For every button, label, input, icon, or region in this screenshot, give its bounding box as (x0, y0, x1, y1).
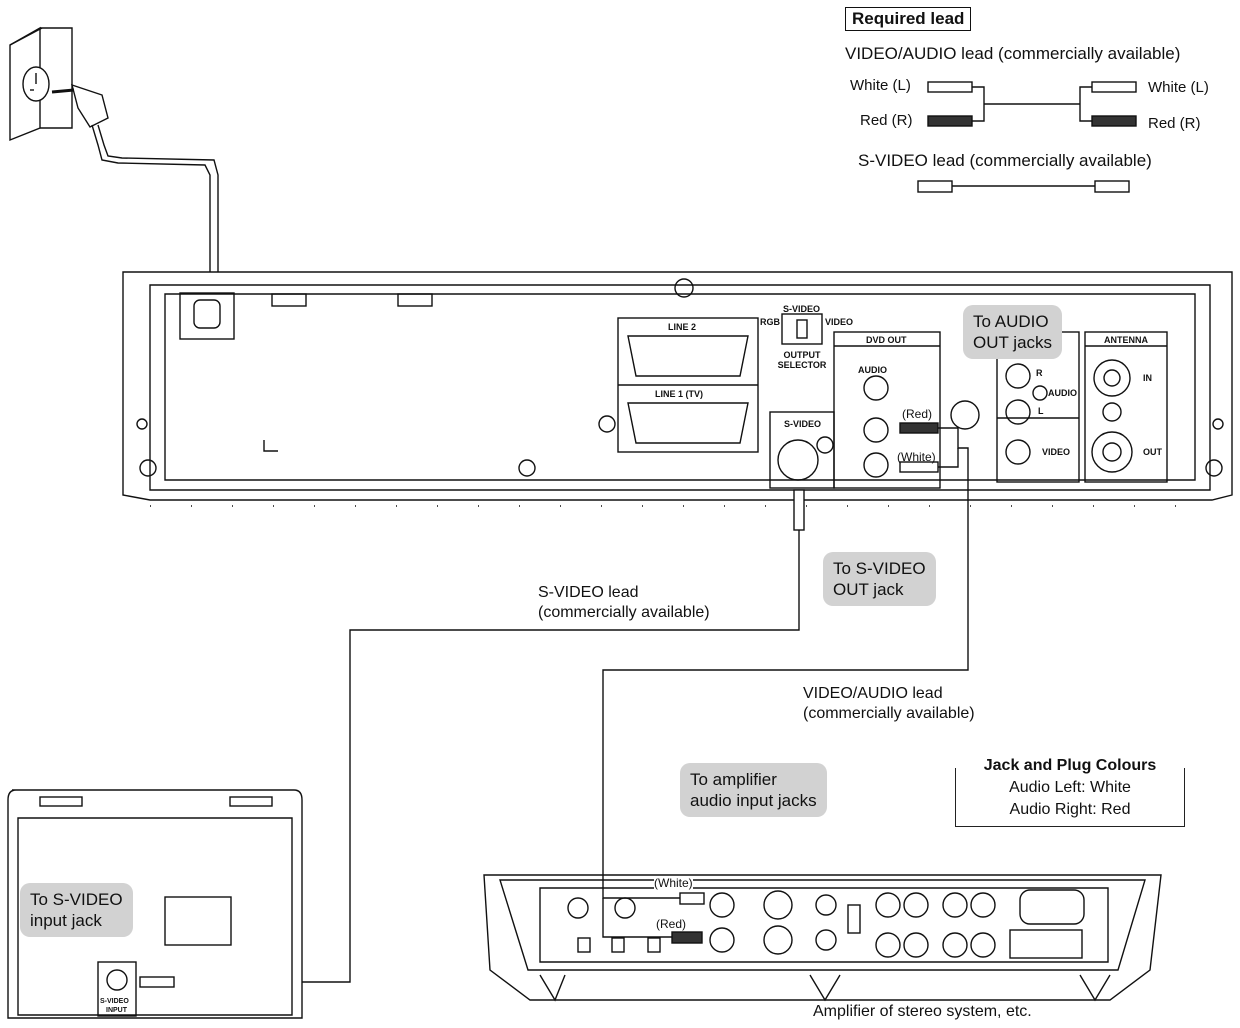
legend-title: Jack and Plug Colours (980, 757, 1160, 774)
svideo-lead-caption-2: (commercially available) (538, 604, 710, 621)
svideo-lead-caption-1: S-VIDEO lead (538, 584, 639, 601)
svideo-selector-label: S-VIDEO (783, 304, 821, 314)
r-label: R (1036, 368, 1043, 378)
tv-input-label: INPUT (106, 1007, 127, 1014)
svideo-jack-label: S-VIDEO (784, 419, 822, 429)
dvd-out-label: DVD OUT (866, 335, 907, 345)
line1-label: LINE 1 (TV) (655, 389, 704, 399)
video-selector-label: VIDEO (825, 317, 854, 327)
tv-back (7, 789, 303, 1019)
callout-svideo-in: To S-VIDEO input jack (20, 883, 133, 937)
amplifier-back (483, 870, 1162, 1002)
red-r-right: Red (R) (1148, 115, 1201, 132)
white-plug-label: (White) (897, 450, 936, 464)
amp-white-label: (White) (654, 876, 693, 890)
amplifier-caption: Amplifier of stereo system, etc. (813, 1003, 1032, 1020)
antenna-out-label: OUT (1143, 447, 1162, 457)
required-lead-drawing (917, 81, 1137, 193)
white-l-left: White (L) (850, 77, 911, 94)
callout-amp-in: To amplifier audio input jacks (680, 763, 827, 817)
output-selector-label: OUTPUT SELECTOR (777, 350, 827, 370)
red-plug-label: (Red) (902, 407, 933, 421)
wall-outlet-icon (9, 26, 73, 142)
svideo-lead-label: S-VIDEO lead (commercially available) (858, 151, 1152, 170)
power-plug-icon (51, 83, 219, 305)
legend-left: Audio Left: White (1009, 779, 1131, 796)
audio-out-label: AUDIO (858, 365, 887, 375)
amp-red-label: (Red) (656, 917, 687, 931)
av-lead-label: VIDEO/AUDIO lead (commercially available… (845, 44, 1181, 63)
av-lead-caption-2: (commercially available) (803, 705, 975, 722)
av-lead-caption-1: VIDEO/AUDIO lead (803, 685, 943, 702)
white-l-right: White (L) (1148, 79, 1209, 96)
rgb-label: RGB (760, 317, 780, 327)
dvd-back-panel (122, 271, 1233, 507)
l-label: L (1038, 406, 1044, 416)
callout-svideo-out: To S-VIDEO OUT jack (823, 552, 936, 606)
antenna-in-label: IN (1143, 373, 1152, 383)
jack-colour-legend: Jack and Plug Colours Audio Left: White … (955, 757, 1185, 827)
video-in-label: VIDEO (1042, 447, 1071, 457)
line2-label: LINE 2 (668, 322, 697, 332)
audio-in-label: AUDIO (1048, 388, 1077, 398)
tv-svideo-label: S-VIDEO (100, 998, 129, 1005)
red-r-left: Red (R) (860, 112, 913, 129)
antenna-label: ANTENNA (1104, 335, 1148, 345)
callout-audio-out: To AUDIO OUT jacks (963, 305, 1063, 359)
legend-right: Audio Right: Red (1009, 801, 1131, 818)
required-lead-title: Required lead (845, 7, 972, 31)
